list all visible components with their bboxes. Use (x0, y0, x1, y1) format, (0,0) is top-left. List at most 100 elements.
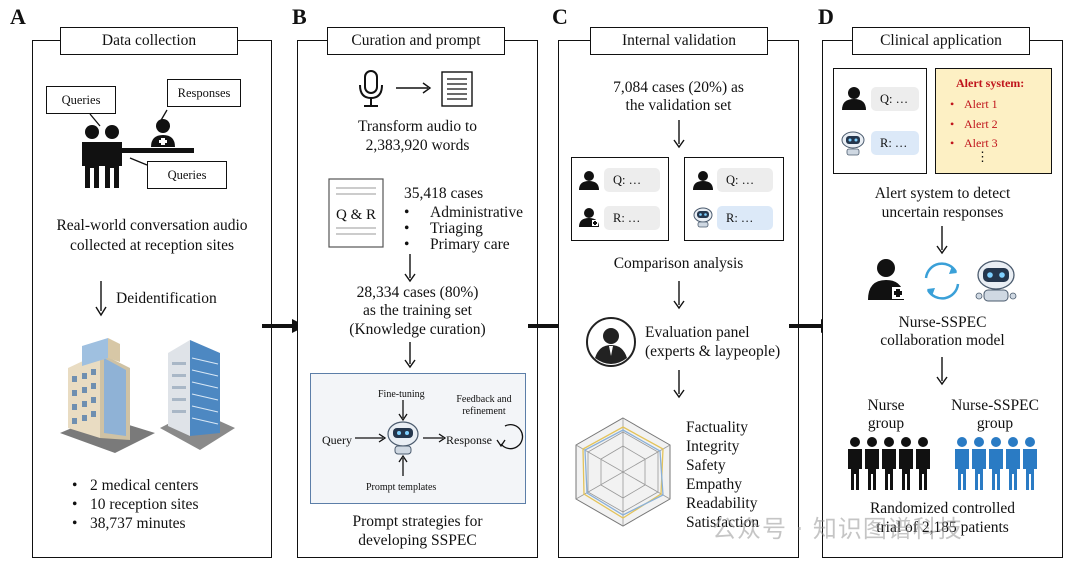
arrow-down-b2 (404, 342, 416, 369)
case-type-item: •Administrative (404, 204, 523, 221)
feedback-label-2: refinement (462, 406, 506, 417)
monitor-response-bubble: R: … (871, 131, 919, 155)
human-query-bubble: Q: … (604, 168, 660, 192)
qr-monitor-box (833, 68, 927, 174)
alert-list: •Alert 1 •Alert 2 •Alert 3 (950, 95, 998, 154)
alert-system-box (935, 68, 1052, 174)
prompt-strategy-box (310, 373, 526, 504)
query-label: Query (322, 433, 352, 447)
audio-text-1: Real-world conversation audio (56, 217, 248, 234)
radar-chart-icon (575, 417, 671, 527)
arrow-down-d1 (936, 226, 948, 255)
rct-text-2: trial of 2,185 patients (876, 519, 1009, 536)
alert-item: •Alert 2 (950, 116, 998, 131)
person-icon (842, 87, 866, 110)
panel-c-title: Internal validation (590, 27, 768, 55)
robot-comparison-box (684, 157, 784, 241)
collab-text-1: Nurse-SSPEC (898, 314, 987, 331)
watermark: 公众号 · 知识图谱科技 (712, 515, 963, 543)
stat-item: •38,737 minutes (72, 515, 186, 532)
nurse-group-icon (848, 437, 930, 490)
robot-icon (841, 131, 865, 156)
case-types-list: •Administrative •Triaging •Primary care (404, 205, 523, 253)
transform-text-2: 2,383,920 words (365, 137, 470, 154)
arrow-down-a (95, 281, 107, 317)
cases-total: 35,418 cases (404, 185, 484, 202)
deidentification-label: Deidentification (116, 290, 217, 307)
case-type-item: •Triaging (404, 220, 483, 237)
responses-bubble: Responses (167, 79, 241, 107)
human-response-bubble: R: … (604, 206, 660, 230)
nurse-sspec-group-icon (955, 437, 1037, 490)
validation-text-2: the validation set (625, 97, 732, 114)
strategy-text-2: developing SSPEC (358, 532, 477, 549)
rct-text-1: Randomized controlled (869, 500, 1016, 517)
hospital-buildings-icon (60, 338, 235, 453)
queries-bubble-left: Queries (46, 86, 116, 114)
queries-bubble-bottom: Queries (147, 161, 227, 189)
robot-response-bubble: R: … (717, 206, 773, 230)
validation-text-1: 7,084 cases (20%) as (613, 79, 744, 96)
prompt-templates-label: Prompt templates (366, 482, 437, 493)
panel-c-letter: C (552, 4, 568, 29)
case-type-item: •Primary care (404, 236, 510, 253)
training-text-2: as the training set (363, 302, 472, 319)
reception-desk-icon (82, 109, 194, 188)
detect-text-1: Alert system to detect (874, 185, 1011, 202)
metric-item: Readability (686, 495, 758, 512)
transform-text-1: Transform audio to (357, 118, 478, 135)
alert-more-indicator: ⋮ (976, 149, 989, 164)
alert-system-title: Alert system: (956, 76, 1025, 90)
arrow-down-c1 (673, 120, 685, 149)
training-text-3: (Knowledge curation) (349, 321, 486, 338)
panel-a-title: Data collection (60, 27, 238, 55)
metric-item: Satisfaction (686, 514, 760, 531)
collab-text-2: collaboration model (880, 332, 1005, 349)
nurse-icon (579, 208, 599, 227)
panel-d-title: Clinical application (852, 27, 1030, 55)
stats-list: •2 medical centers •10 reception sites •… (72, 476, 198, 533)
alert-item: •Alert 3 (950, 136, 998, 150)
sspec-group-label-2: group (976, 415, 1014, 432)
audio-to-text-icon (359, 70, 473, 107)
qr-doc-label: Q & R (335, 207, 376, 223)
evaluation-text-2: (experts & laypeople) (645, 343, 781, 360)
nurse-ai-collaboration-icon (868, 259, 1017, 302)
sspec-group-label-1: Nurse-SSPEC (951, 397, 1039, 414)
metrics-list: Factuality Integrity Safety Empathy Read… (686, 418, 759, 532)
evaluator-icon (586, 317, 636, 367)
feedback-label-1: Feedback and (456, 394, 512, 405)
person-icon (579, 171, 599, 190)
panel-d-letter: D (818, 4, 834, 29)
panel-a (32, 40, 272, 558)
response-label: Response (446, 433, 492, 447)
metric-item: Empathy (686, 476, 742, 493)
arrow-down-c3 (673, 370, 685, 399)
qr-document-icon (328, 178, 384, 248)
nurse-group-label-2: group (867, 415, 905, 432)
stat-item: •2 medical centers (72, 477, 199, 494)
nurse-group-label-1: Nurse (867, 397, 905, 414)
training-text-1: 28,334 cases (80%) (356, 284, 479, 301)
robot-query-bubble: Q: … (717, 168, 773, 192)
alert-item: •Alert 1 (950, 97, 998, 111)
panel-a-letter: A (10, 4, 26, 29)
metric-item: Safety (686, 457, 726, 474)
metric-item: Integrity (686, 438, 740, 455)
arrow-down-d2 (936, 357, 948, 386)
strategy-text-1: Prompt strategies for (352, 513, 483, 530)
llm-robot-flow (355, 400, 524, 476)
metric-item: Factuality (686, 419, 748, 436)
comparison-label: Comparison analysis (613, 255, 744, 272)
monitor-query-bubble: Q: … (871, 87, 919, 111)
arrow-down-b1 (404, 254, 416, 283)
panel-b-letter: B (292, 4, 307, 29)
finetuning-label: Fine-tuning (378, 389, 425, 400)
evaluation-text-1: Evaluation panel (645, 324, 750, 341)
stat-item: •10 reception sites (72, 496, 199, 513)
person-icon (693, 171, 713, 190)
arrow-down-c2 (673, 281, 685, 310)
panel-b-title: Curation and prompt (327, 27, 505, 55)
robot-icon (693, 207, 713, 228)
human-comparison-box (571, 157, 669, 241)
